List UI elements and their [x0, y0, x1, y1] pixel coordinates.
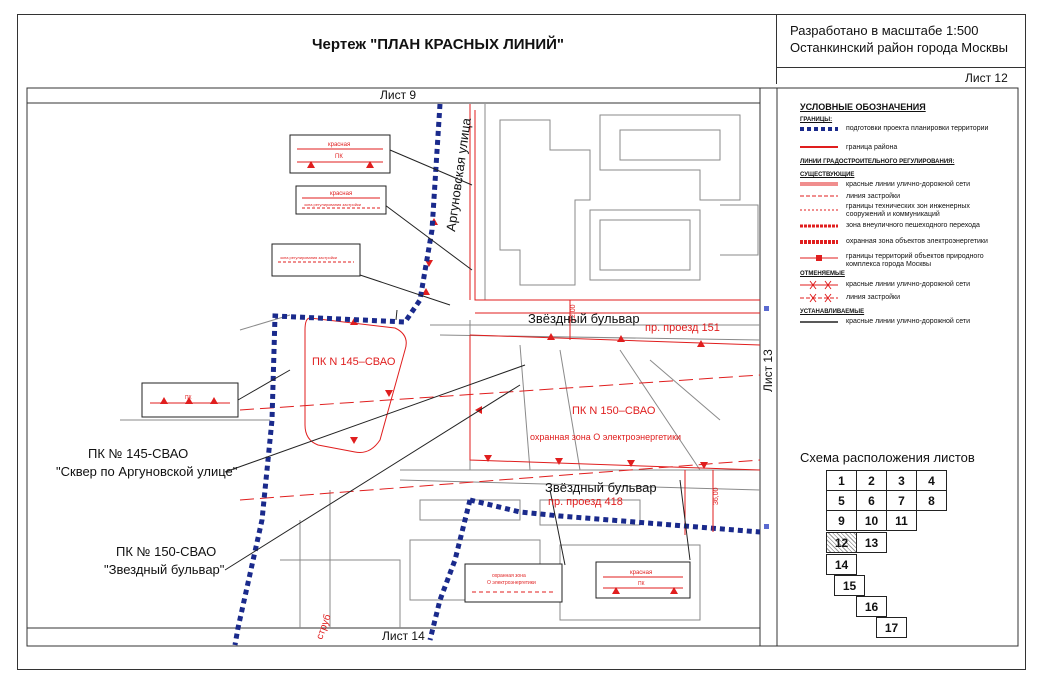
- legend-cancelled-2: линия застройки: [846, 294, 900, 301]
- svg-text:охранная зона: охранная зона: [492, 573, 526, 579]
- scheme-cell-3: 3: [886, 470, 917, 491]
- edge-marker-2: [764, 524, 769, 529]
- callout-box-3: зона регулирования застройки: [271, 243, 361, 277]
- legend-existing-3: границы технических зон инженерных соору…: [846, 203, 970, 218]
- leader-lines: [224, 149, 691, 571]
- svg-text:ПК: ПК: [185, 395, 192, 401]
- outer-frame: [17, 14, 1026, 670]
- pk145-caption-2: "Сквер по Аргуновской улице": [56, 464, 238, 479]
- scheme-cell-13: 13: [856, 532, 887, 553]
- callout-box-6: красная ПК: [595, 561, 691, 599]
- proezd-151: пр. проезд 151: [645, 322, 720, 334]
- dimension-1: 12,00: [570, 304, 577, 322]
- scheme-title: Схема расположения листов: [800, 450, 975, 465]
- scheme-cell-8: 8: [916, 490, 947, 511]
- legend-existing-2: линия застройки: [846, 193, 900, 200]
- pk145-caption-1: ПК № 145-СВАО: [88, 446, 188, 461]
- legend-established-1: красные линии улично-дорожной сети: [846, 318, 971, 325]
- planning-border: [232, 103, 761, 646]
- callout-box-1: красная ПК: [289, 134, 391, 174]
- pk150-caption-1: ПК № 150-СВАО: [116, 544, 216, 559]
- district-text: Останкинский район города Москвы: [790, 40, 1008, 55]
- red-dashed-lines: [239, 374, 761, 501]
- callout-box-4: ПК: [141, 382, 239, 418]
- svg-text:красная: красная: [630, 570, 652, 576]
- scheme-cell-5: 5: [826, 490, 857, 511]
- dimension-2: 36,00: [713, 487, 720, 505]
- title-block-divider: [17, 14, 777, 84]
- callout-box-5: охранная зона О электроэнергетики: [464, 563, 563, 603]
- legend-existing-1: красные линии улично-дорожной сети: [846, 181, 971, 188]
- sheet-right-label: Лист 13: [761, 349, 775, 392]
- svg-text:О электроэнергетики: О электроэнергетики: [487, 580, 536, 586]
- scheme-cell-4: 4: [916, 470, 947, 491]
- legend-border-district: граница района: [846, 144, 898, 151]
- pk150-caption-2: "Звездный бульвар": [104, 562, 225, 577]
- legend-borders-header: ГРАНИЦЫ:: [800, 117, 833, 123]
- callout-box-2: красная зона регулирования застройки: [295, 185, 387, 215]
- svg-text:ПК: ПК: [335, 154, 343, 160]
- legend-regulation-header: ЛИНИИ ГРАДОСТРОИТЕЛЬНОГО РЕГУЛИРОВАНИЯ:: [800, 159, 955, 165]
- sheet-bottom-label: Лист 14: [382, 629, 425, 643]
- svg-text:красная: красная: [328, 142, 350, 148]
- scheme-cell-7: 7: [886, 490, 917, 511]
- street-zvezdny-top: Звёздный бульвар: [528, 311, 640, 326]
- legend-existing-4: зона внеуличного пешеходного перехода: [846, 222, 980, 229]
- road-partial: струб: [314, 612, 334, 641]
- scheme-cell-6: 6: [856, 490, 887, 511]
- legend-existing-header: СУЩЕСТВУЮЩИЕ: [800, 172, 855, 178]
- zone-map-label: охранная зона О электроэнергетики: [530, 432, 681, 442]
- pk150-map-label: ПК N 150–СВАО: [572, 405, 656, 417]
- scheme-cell-9: 9: [826, 510, 857, 531]
- scheme-cell-10: 10: [856, 510, 887, 531]
- scheme-cell-12-current: 12: [826, 532, 857, 553]
- scheme-cell-2: 2: [856, 470, 887, 491]
- scheme-cell-15: 15: [834, 575, 865, 596]
- legend-established-header: УСТАНАВЛИВАЕМЫЕ: [800, 309, 865, 315]
- legend-existing-6: границы территорий объектов природного к…: [846, 253, 984, 268]
- header-bottom-line: [776, 67, 1026, 68]
- legend-title: УСЛОВНЫЕ ОБОЗНАЧЕНИЯ: [800, 102, 926, 112]
- scheme-cell-14: 14: [826, 554, 857, 575]
- scheme-cell-11: 11: [886, 510, 917, 531]
- legend-cancelled-header: ОТМЕНЯЕМЫЕ: [800, 271, 845, 277]
- edge-marker-1: [764, 306, 769, 311]
- scheme-cell-1: 1: [826, 470, 857, 491]
- legend-border-project: подготовки проекта планировки территории: [846, 125, 989, 132]
- svg-text:красная: красная: [330, 191, 352, 197]
- scheme-cell-17: 17: [876, 617, 907, 638]
- scheme-cell-16: 16: [856, 596, 887, 617]
- sheet-scheme-grid: 1 2 3 4 5 6 7 8 9 10 11 12 13 14 15 16 1…: [826, 470, 956, 640]
- legend-symbols: [800, 127, 838, 323]
- svg-text:зона регулирования застройки: зона регулирования застройки: [304, 202, 361, 207]
- scale-text: Разработано в масштабе 1:500: [790, 23, 979, 38]
- sheet-number: Лист 12: [965, 71, 1008, 85]
- street-zvezdny-bottom: Звёздный бульвар: [545, 480, 657, 495]
- svg-text:зона регулирования застройки: зона регулирования застройки: [280, 255, 337, 260]
- legend-cancelled-1: красные линии улично-дорожной сети: [846, 281, 971, 288]
- sheet-top-label: Лист 9: [380, 88, 416, 102]
- svg-text:ПК: ПК: [638, 581, 645, 587]
- drawing-title: Чертеж "ПЛАН КРАСНЫХ ЛИНИЙ": [312, 36, 565, 53]
- dimension-markers: [569, 300, 714, 532]
- proezd-418: пр. проезд 418: [548, 496, 623, 508]
- pk145-map-label: ПК N 145–СВАО: [312, 356, 396, 368]
- legend-existing-5: охранная зона объектов электроэнергетики: [846, 238, 988, 245]
